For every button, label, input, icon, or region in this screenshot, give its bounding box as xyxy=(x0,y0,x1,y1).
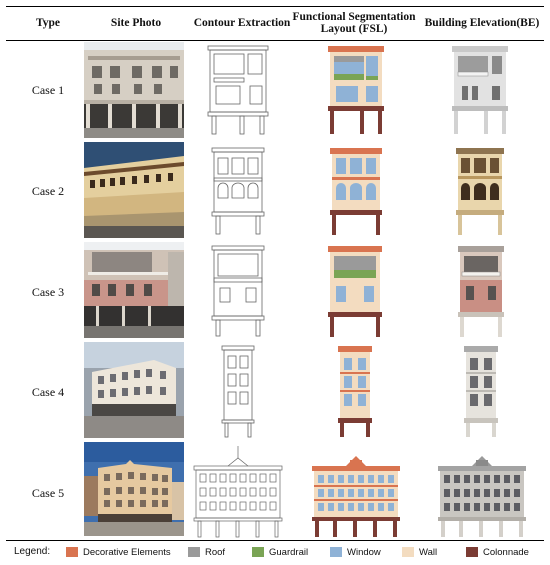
site-photo-case-3 xyxy=(84,242,184,338)
contour-case-2 xyxy=(210,146,266,236)
case-2-label: Case 2 xyxy=(31,184,65,198)
legend-item-wall: Wall xyxy=(402,545,437,559)
fsl-case-3 xyxy=(326,244,384,338)
legend-label-guardrail: Guardrail xyxy=(269,546,309,558)
header-site-photo: Site Photo xyxy=(110,17,162,29)
legend-title: Legend: xyxy=(14,546,51,557)
contour-case-1 xyxy=(206,44,270,136)
contour-case-3 xyxy=(210,244,266,338)
header-fsl-line1: Functional Segmentation xyxy=(292,11,416,23)
header-fsl-line2: Layout (FSL) xyxy=(320,23,388,35)
fsl-case-1 xyxy=(326,44,386,136)
fsl-case-5 xyxy=(310,444,402,538)
fsl-case-2 xyxy=(328,146,384,236)
legend-swatch-wall xyxy=(402,547,414,557)
fsl-case-4 xyxy=(336,344,374,438)
legend-item-window: Window xyxy=(330,545,381,559)
case-5-label: Case 5 xyxy=(31,486,65,500)
bottom-rule xyxy=(6,540,544,541)
site-photo-case-4 xyxy=(84,342,184,438)
legend: Legend: Decorative Elements Roof Guardra… xyxy=(0,544,550,560)
case-4-label: Case 4 xyxy=(31,385,65,399)
legend-swatch-decorative xyxy=(66,547,78,557)
header-fsl: Functional Segmentation Layout (FSL) xyxy=(290,8,418,38)
contour-case-5 xyxy=(192,444,284,538)
be-case-4 xyxy=(462,344,500,438)
legend-label-window: Window xyxy=(347,546,381,558)
top-rule xyxy=(6,6,544,7)
legend-item-colonnade: Colonnade xyxy=(466,545,529,559)
legend-item-decorative: Decorative Elements xyxy=(66,545,171,559)
case-3-label: Case 3 xyxy=(31,285,65,299)
be-case-1 xyxy=(450,44,510,136)
legend-swatch-colonnade xyxy=(466,547,478,557)
be-case-3 xyxy=(456,244,506,338)
legend-swatch-roof xyxy=(188,547,200,557)
legend-label-colonnade: Colonnade xyxy=(483,546,529,558)
site-photo-case-2 xyxy=(84,142,184,238)
legend-swatch-guardrail xyxy=(252,547,264,557)
contour-case-4 xyxy=(220,344,256,438)
be-case-2 xyxy=(454,146,506,236)
legend-item-guardrail: Guardrail xyxy=(252,545,308,559)
header-be: Building Elevation(BE) xyxy=(424,17,540,29)
legend-swatch-window xyxy=(330,547,342,557)
be-case-5 xyxy=(436,444,528,538)
legend-label-wall: Wall xyxy=(419,546,438,558)
header-contour: Contour Extraction xyxy=(193,17,291,29)
legend-label-decorative: Decorative Elements xyxy=(83,546,171,558)
case-1-label: Case 1 xyxy=(31,83,65,97)
legend-item-roof: Roof xyxy=(188,545,225,559)
legend-label-roof: Roof xyxy=(205,546,226,558)
site-photo-case-1 xyxy=(84,42,184,138)
header-rule xyxy=(6,40,544,41)
site-photo-case-5 xyxy=(84,442,184,536)
header-type: Type xyxy=(35,17,61,29)
